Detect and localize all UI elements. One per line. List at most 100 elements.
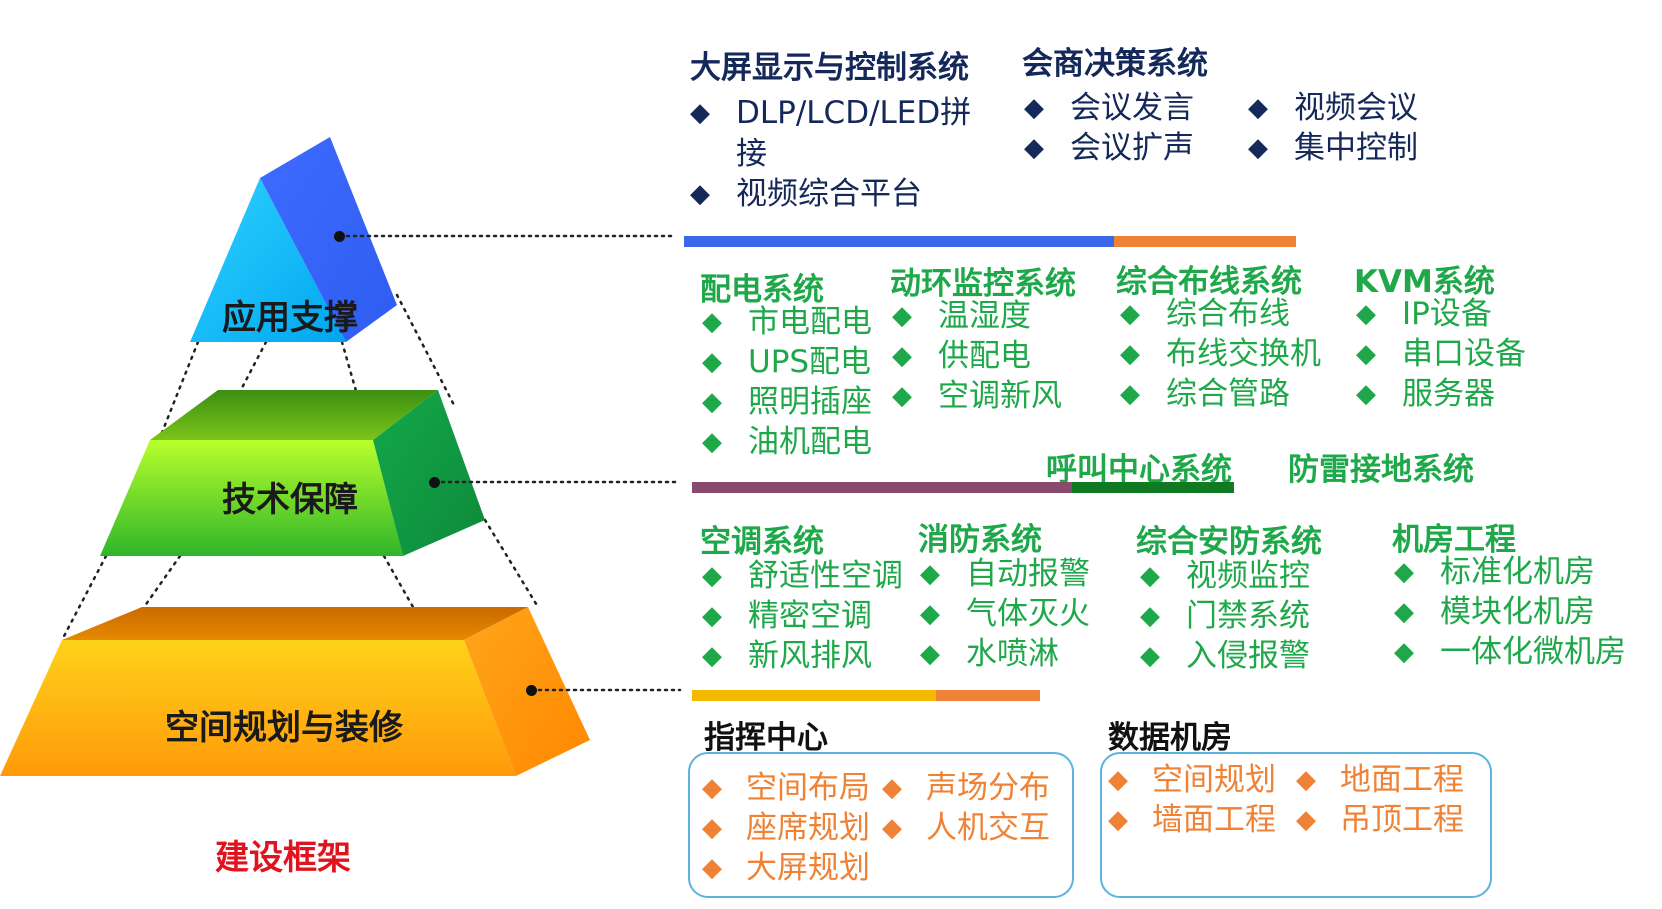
diamond-icon: ◆	[1120, 339, 1140, 369]
diamond-icon: ◆	[690, 98, 710, 128]
top-divider-blue	[684, 236, 1114, 247]
diamond-icon: ◆	[702, 601, 722, 631]
diamond-icon: ◆	[1248, 93, 1268, 123]
large-screen-title: 大屏显示与控制系统	[690, 50, 969, 86]
list-item-label: 新风排风	[748, 638, 872, 674]
diamond-icon: ◆	[702, 641, 722, 671]
framework-title: 建设框架	[215, 838, 351, 878]
cabling-list: ◆综合布线 ◆布线交换机 ◆综合管路	[1120, 294, 1321, 414]
list-item: ◆会议发言	[1024, 88, 1194, 128]
list-item: ◆油机配电	[702, 422, 872, 462]
diamond-icon: ◆	[1356, 339, 1376, 369]
diamond-icon: ◆	[920, 639, 940, 669]
conference-title: 会商决策系统	[1022, 46, 1208, 82]
diamond-icon: ◆	[702, 387, 722, 417]
kvm-title: KVM系统	[1354, 264, 1495, 300]
list-item: ◆座席规划	[702, 808, 870, 848]
command-center-list-right: ◆声场分布 ◆人机交互	[882, 768, 1050, 848]
diamond-icon: ◆	[702, 427, 722, 457]
list-item: ◆ 空间规划	[1108, 760, 1276, 800]
list-item-label: 气体灭火	[966, 596, 1090, 632]
list-item: ◆ 照明插座	[702, 382, 872, 422]
top-divider-orange	[1114, 236, 1296, 247]
diamond-icon: ◆	[702, 347, 722, 377]
list-item-label: 综合布线	[1166, 296, 1290, 332]
list-item-label: 空调新风	[938, 378, 1062, 414]
list-item-label: 串口设备	[1402, 336, 1526, 372]
diamond-icon: ◆	[892, 381, 912, 411]
list-item-label: 视频会议	[1294, 90, 1418, 126]
env-monitor-list: ◆温湿度 ◆供配电 ◆ 空调新风	[892, 296, 1062, 416]
list-item-label: 地面工程	[1340, 762, 1464, 798]
conference-list-left: ◆会议发言 ◆会议扩声	[1024, 88, 1194, 168]
list-item: ◆一体化微机房	[1394, 632, 1626, 672]
diamond-icon: ◆	[702, 773, 722, 803]
list-item-label: 照明插座	[748, 384, 872, 420]
list-item-label: 水喷淋	[966, 636, 1059, 672]
list-item-label: 市电配电	[748, 304, 872, 340]
fire-list: ◆自动报警 ◆气体灭火 ◆水喷淋	[920, 554, 1090, 674]
list-item: ◆ 新风排风	[702, 636, 903, 676]
diamond-icon: ◆	[1108, 805, 1128, 835]
bottom-layer-anchor-dot	[526, 685, 537, 696]
list-item-label: 座席规划	[746, 810, 870, 846]
list-item: ◆ 空间布局	[702, 768, 870, 808]
list-item-label: 综合管路	[1166, 376, 1290, 412]
list-item: ◆人机交互	[882, 808, 1050, 848]
list-item-label: 空间规划	[1152, 762, 1276, 798]
list-item: ◆ 综合管路	[1120, 374, 1321, 414]
list-item-label: 供配电	[938, 338, 1031, 374]
list-item: ◆ 市电配电	[702, 302, 872, 342]
machine-room-list: ◆标准化机房 ◆模块化机房 ◆一体化微机房	[1394, 552, 1626, 672]
diamond-icon: ◆	[702, 307, 722, 337]
list-item: ◆温湿度	[892, 296, 1062, 336]
machine-room-title: 机房工程	[1392, 522, 1516, 558]
cabling-title: 综合布线系统	[1116, 264, 1302, 300]
list-item-label: 自动报警	[966, 556, 1090, 592]
list-item: ◆ 串口设备	[1356, 334, 1526, 374]
list-item: ◆ 门禁系统	[1140, 596, 1310, 636]
list-item-label: 视频监控	[1186, 558, 1310, 594]
bottom-divider-orange	[936, 690, 1040, 701]
list-item: ◆地面工程	[1296, 760, 1464, 800]
list-item-label: 模块化机房	[1440, 594, 1595, 630]
list-item: ◆ 视频会议	[1248, 88, 1418, 128]
diamond-icon: ◆	[1140, 601, 1160, 631]
list-item: ◆ 墙面工程	[1108, 800, 1276, 840]
command-center-box	[688, 752, 1074, 898]
list-item: ◆DLP/LCD/LED拼	[690, 92, 971, 134]
data-center-list-left: ◆ 空间规划 ◆ 墙面工程	[1108, 760, 1276, 840]
diamond-icon: ◆	[1120, 379, 1140, 409]
list-item: ◆精密空调	[702, 596, 903, 636]
bottom-divider-yellow	[692, 690, 936, 701]
list-item-label: 温湿度	[938, 298, 1031, 334]
diamond-icon: ◆	[690, 179, 710, 209]
list-item: ◆舒适性空调	[702, 556, 903, 596]
diamond-icon: ◆	[1108, 765, 1128, 795]
diamond-icon: ◆	[882, 773, 902, 803]
diamond-icon: ◆	[1296, 805, 1316, 835]
diamond-icon: ◆	[1356, 379, 1376, 409]
list-item-label: 空间布局	[746, 770, 870, 806]
list-item: ◆集中控制	[1248, 128, 1418, 168]
diamond-icon: ◆	[1140, 641, 1160, 671]
diamond-icon: ◆	[1394, 597, 1414, 627]
list-item-label: 集中控制	[1294, 130, 1418, 166]
list-item-label: 服务器	[1402, 376, 1495, 412]
list-item: ◆供配电	[892, 336, 1062, 376]
security-list: ◆ 视频监控 ◆ 门禁系统 ◆ 入侵报警	[1140, 556, 1310, 676]
list-item-label: 入侵报警	[1186, 638, 1310, 674]
ac-list: ◆舒适性空调 ◆精密空调 ◆ 新风排风	[702, 556, 903, 676]
lightning-title: 防雷接地系统	[1288, 452, 1474, 488]
list-item: ◆ 模块化机房	[1394, 592, 1626, 632]
command-center-list-left: ◆空间布局 ◆座席规划 ◆大屏规划	[702, 768, 870, 888]
list-item-continuation: 接	[736, 136, 767, 172]
list-item-label: 墙面工程	[1152, 802, 1276, 838]
list-item-label: 门禁系统	[1186, 598, 1310, 634]
diamond-icon: ◆	[1394, 557, 1414, 587]
pyramid-top-label: 应用支撑	[222, 298, 358, 338]
list-item: ◆ 服务器	[1356, 374, 1526, 414]
diamond-icon: ◆	[702, 853, 722, 883]
data-center-title: 数据机房	[1108, 720, 1232, 756]
security-title: 综合安防系统	[1136, 524, 1322, 560]
